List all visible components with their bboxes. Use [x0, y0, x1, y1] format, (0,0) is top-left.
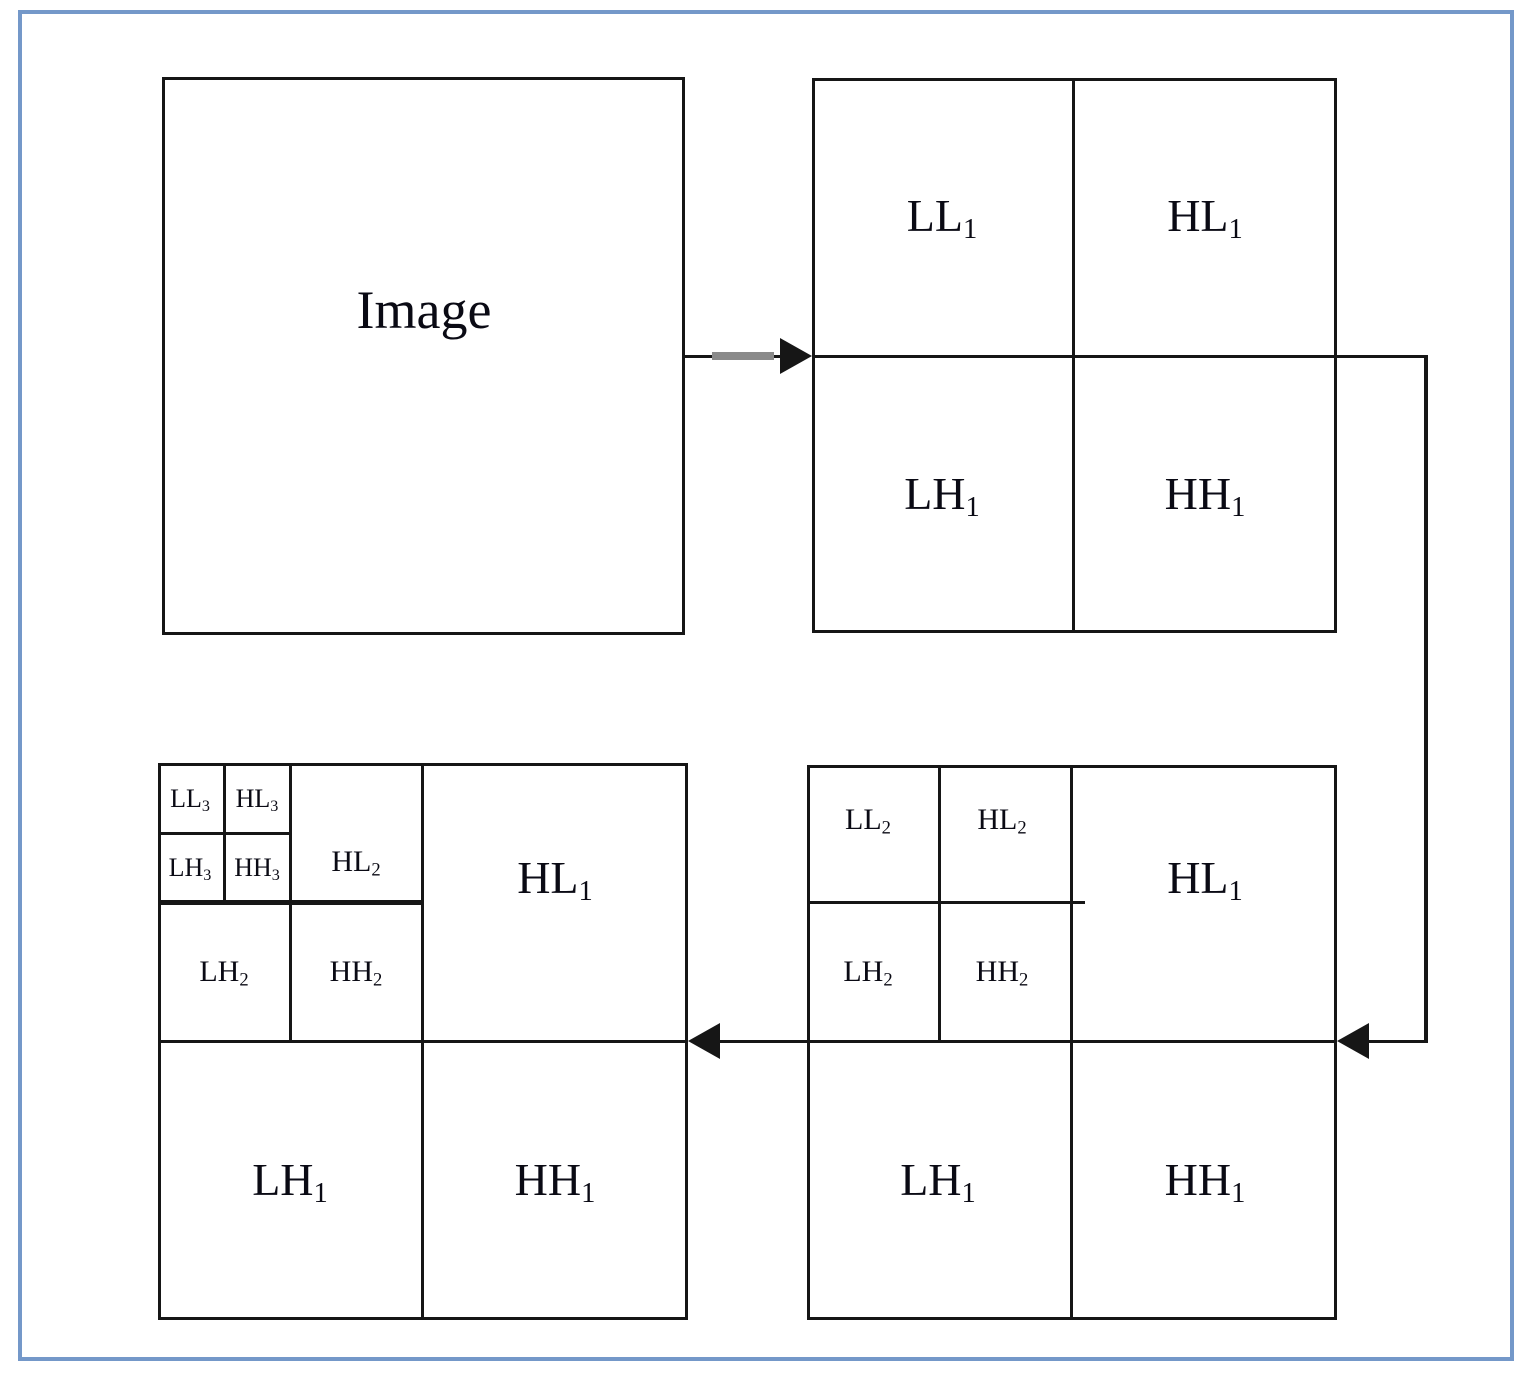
label-dwt2-lh2-sub: 2 [883, 969, 893, 991]
label-dwt2-ll2-base: LL [845, 803, 882, 836]
label-ll1: LL1 [906, 190, 977, 244]
dwt3-l2-horizontal-divider [158, 900, 424, 905]
dwt1-horizontal-divider [812, 355, 1337, 358]
arrow-image-to-dwt1-gray-segment [712, 352, 774, 360]
label-dwt3-hh3-sub: 3 [271, 867, 280, 885]
label-dwt3-hl2-base: HL [331, 845, 372, 878]
label-dwt3-hh3-base: HH [234, 853, 272, 882]
label-dwt3-hl2-sub: 2 [371, 859, 381, 881]
label-dwt3-hh1: HH1 [514, 1154, 596, 1208]
image-box-label: Image [356, 280, 492, 340]
dwt2-l2-vertical-divider [938, 765, 941, 1043]
label-dwt2-lh2-base: LH [843, 955, 884, 988]
connector-dwt1-bottom-leg [1362, 1040, 1428, 1043]
label-dwt3-hh2: HH2 [329, 955, 383, 990]
label-dwt2-hh2-sub: 2 [1019, 969, 1029, 991]
label-dwt3-hh2-base: HH [329, 955, 374, 988]
label-dwt3-lh1: LH1 [252, 1154, 328, 1208]
label-dwt3-lh3-sub: 3 [203, 867, 212, 885]
label-dwt3-ll3: LL3 [170, 784, 210, 816]
arrow-into-dwt2-head-icon [1337, 1023, 1369, 1059]
label-dwt3-hl2: HL2 [331, 845, 380, 880]
dwt3-l1-horizontal-divider [158, 1040, 688, 1043]
label-dwt3-hh3: HH3 [234, 853, 280, 885]
label-dwt3-lh3: LH3 [168, 853, 212, 885]
figure-border-frame [18, 10, 1514, 1361]
label-dwt2-lh1-base: LH [900, 1154, 962, 1205]
label-dwt2-lh2: LH2 [843, 955, 892, 990]
label-dwt2-hh1: HH1 [1164, 1154, 1246, 1208]
dwt2-l1-horizontal-divider [807, 1040, 1337, 1043]
dwt2-l2-horizontal-divider [807, 901, 1085, 904]
label-dwt3-lh2-base: LH [199, 955, 240, 988]
label-dwt2-hl2: HL2 [977, 803, 1026, 838]
label-dwt3-hh1-sub: 1 [581, 1178, 596, 1210]
label-hl1-base: HL [1167, 190, 1229, 241]
connector-dwt1-top-leg [1337, 355, 1427, 358]
label-dwt2-hl1: HL1 [1167, 852, 1243, 906]
label-lh1-base: LH [904, 468, 966, 519]
label-ll1-sub: 1 [962, 214, 978, 246]
label-dwt3-hl1-sub: 1 [578, 876, 593, 908]
connector-dwt1-vertical-leg [1424, 355, 1428, 1043]
label-dwt2-hl2-base: HL [977, 803, 1018, 836]
label-dwt3-hh2-sub: 2 [373, 969, 383, 991]
label-hh1: HH1 [1164, 468, 1246, 522]
label-lh1-sub: 1 [965, 492, 980, 524]
label-dwt3-ll3-sub: 3 [201, 798, 210, 816]
label-dwt3-ll3-base: LL [170, 784, 202, 813]
label-ll1-base: LL [906, 190, 963, 241]
image-box [162, 77, 685, 635]
label-dwt2-lh1-sub: 1 [961, 1178, 976, 1210]
label-dwt3-lh2: LH2 [199, 955, 248, 990]
label-dwt3-lh3-base: LH [168, 853, 204, 882]
label-dwt2-hh1-sub: 1 [1231, 1178, 1246, 1210]
label-dwt3-hl3-base: HL [235, 784, 271, 813]
label-dwt3-lh1-base: LH [252, 1154, 314, 1205]
label-dwt3-lh2-sub: 2 [239, 969, 249, 991]
label-dwt3-hl3: HL3 [235, 784, 279, 816]
label-hl1-sub: 1 [1228, 214, 1243, 246]
label-dwt2-hl1-base: HL [1167, 852, 1229, 903]
label-hh1-base: HH [1164, 468, 1232, 519]
dwt3-l3-horizontal-divider [158, 832, 292, 835]
label-dwt2-hh2-base: HH [975, 955, 1020, 988]
label-dwt2-hh2: HH2 [975, 955, 1029, 990]
label-dwt2-hl1-sub: 1 [1228, 876, 1243, 908]
label-dwt3-hh1-base: HH [514, 1154, 582, 1205]
label-dwt3-lh1-sub: 1 [313, 1178, 328, 1210]
label-dwt2-hh1-base: HH [1164, 1154, 1232, 1205]
label-dwt2-hl2-sub: 2 [1017, 817, 1027, 839]
label-dwt3-hl1-base: HL [517, 852, 579, 903]
arrow-image-to-dwt1-head-icon [780, 338, 812, 374]
label-lh1: LH1 [904, 468, 980, 522]
label-dwt2-lh1: LH1 [900, 1154, 976, 1208]
label-hl1: HL1 [1167, 190, 1243, 244]
label-dwt2-ll2-sub: 2 [881, 817, 891, 839]
label-dwt3-hl3-sub: 3 [270, 798, 279, 816]
label-dwt2-ll2: LL2 [845, 803, 891, 838]
label-dwt3-hl1: HL1 [517, 852, 593, 906]
arrow-into-dwt3-head-icon [688, 1023, 720, 1059]
label-hh1-sub: 1 [1231, 492, 1246, 524]
arrow-dwt2-to-dwt3-line [713, 1040, 810, 1043]
